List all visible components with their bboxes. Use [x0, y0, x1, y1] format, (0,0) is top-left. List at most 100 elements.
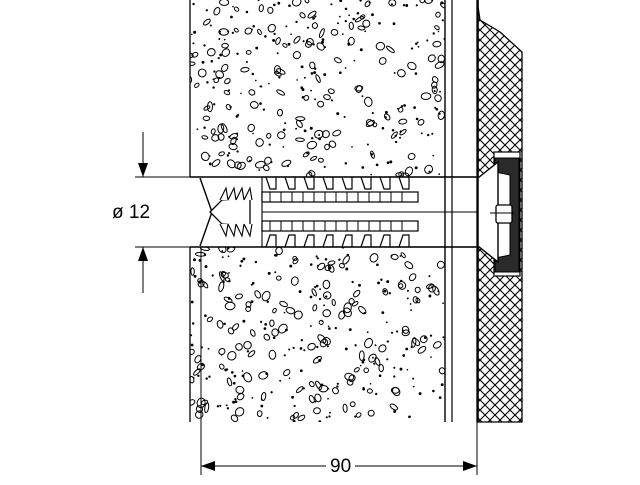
speckle-dot	[351, 145, 353, 148]
aggregate-stone	[211, 134, 220, 142]
speckle-dot	[226, 154, 230, 157]
speckle-dot	[206, 81, 209, 84]
speckle-dot	[392, 22, 396, 26]
speckle-dot	[283, 354, 286, 357]
speckle-dot	[344, 347, 348, 351]
aggregate-stone	[279, 300, 288, 308]
aggregate-stone	[431, 76, 439, 84]
aggregate-stone	[267, 23, 276, 33]
speckle-dot	[207, 347, 210, 350]
speckle-dot	[312, 17, 315, 20]
aggregate-stone	[291, 0, 302, 7]
speckle-dot	[299, 369, 303, 373]
aggregate-stone	[263, 333, 271, 341]
aggregate-stone	[358, 350, 365, 361]
aggregate-stone	[420, 92, 432, 101]
aggregate-stone	[206, 316, 214, 323]
plug-tooth-top	[360, 176, 372, 190]
length-label: 90	[326, 457, 356, 476]
speckle-dot	[278, 76, 281, 79]
speckle-dot	[231, 31, 234, 34]
speckle-dot	[374, 344, 377, 347]
aggregate-stone	[247, 123, 255, 132]
aggregate-stone	[293, 310, 303, 320]
aggregate-stone	[218, 281, 225, 292]
speckle-dot	[348, 328, 352, 332]
aggregate-stone	[400, 252, 406, 259]
speckle-dot	[366, 143, 369, 146]
aggregate-stone	[332, 129, 342, 137]
thread-crest-top	[235, 186, 245, 201]
aggregate-stone	[307, 10, 317, 19]
expansion-slot-lower	[261, 220, 419, 232]
aggregate-stone	[417, 119, 425, 126]
aggregate-stone	[419, 335, 428, 344]
speckle-dot	[203, 44, 206, 47]
speckle-dot	[193, 258, 196, 262]
speckle-dot	[371, 13, 374, 17]
speckle-dot	[328, 266, 332, 270]
concrete-wall	[189, 0, 445, 422]
speckle-dot	[272, 336, 276, 340]
speckle-dot	[219, 53, 223, 57]
aggregate-stone	[312, 304, 318, 312]
aggregate-stone	[322, 309, 331, 318]
speckle-dot	[393, 375, 396, 378]
speckle-dot	[416, 41, 419, 44]
aggregate-stone	[275, 37, 281, 45]
speckle-dot	[209, 24, 212, 27]
speckle-dot	[336, 382, 339, 385]
speckle-dot	[329, 411, 331, 414]
speckle-dot	[356, 12, 360, 15]
speckle-dot	[316, 264, 319, 267]
aggregate-stone	[331, 299, 336, 306]
speckle-dot	[319, 288, 321, 291]
aggregate-stone	[354, 16, 364, 23]
speckle-dot	[433, 90, 436, 93]
aggregate-stone	[254, 160, 266, 169]
speckle-dot	[403, 104, 406, 107]
speckle-dot	[259, 85, 262, 88]
aggregate-stone	[363, 337, 374, 349]
speckle-dot	[241, 370, 244, 372]
plug-tooth-top	[265, 176, 277, 190]
diameter-label: ø 12	[112, 202, 151, 223]
aggregate-stone	[290, 276, 299, 286]
speckle-dot	[358, 283, 361, 287]
speckle-dot	[386, 358, 389, 361]
aggregate-stone	[213, 7, 221, 16]
speckle-dot	[221, 250, 224, 253]
speckle-dot	[389, 160, 393, 164]
aggregate-stone	[388, 0, 397, 7]
aggregate-stone	[351, 301, 359, 307]
aggregate-stone	[234, 293, 244, 300]
aggregate-stone	[230, 414, 239, 422]
aggregate-stone	[258, 4, 264, 13]
speckle-dot	[344, 162, 348, 165]
plug-teeth	[265, 176, 410, 248]
speckle-dot	[240, 259, 244, 263]
speckle-lower	[190, 247, 445, 422]
speckle-dot	[369, 382, 372, 385]
speckle-dot	[223, 38, 226, 41]
aggregate-stone	[193, 368, 201, 376]
speckle-dot	[240, 92, 242, 95]
speckle-dot	[345, 267, 349, 271]
speckle-dot	[268, 82, 270, 85]
screw-tip	[209, 186, 253, 238]
speckle-dot	[406, 297, 409, 300]
speckle-dot	[327, 325, 330, 328]
aggregate-stone	[245, 50, 252, 55]
wall-plug	[190, 176, 479, 248]
aggregate-stone	[267, 6, 274, 14]
speckle-dot	[193, 274, 197, 278]
aggregate-stone	[408, 273, 417, 282]
aggregate-stone	[311, 288, 317, 297]
speckle-dot	[396, 330, 399, 333]
aggregate-stone	[243, 340, 252, 350]
speckle-dot	[242, 257, 246, 261]
aggregate-stone	[378, 57, 387, 65]
speckle-dot	[361, 360, 365, 364]
speckle-dot	[219, 30, 221, 33]
speckle-dot	[385, 321, 388, 324]
